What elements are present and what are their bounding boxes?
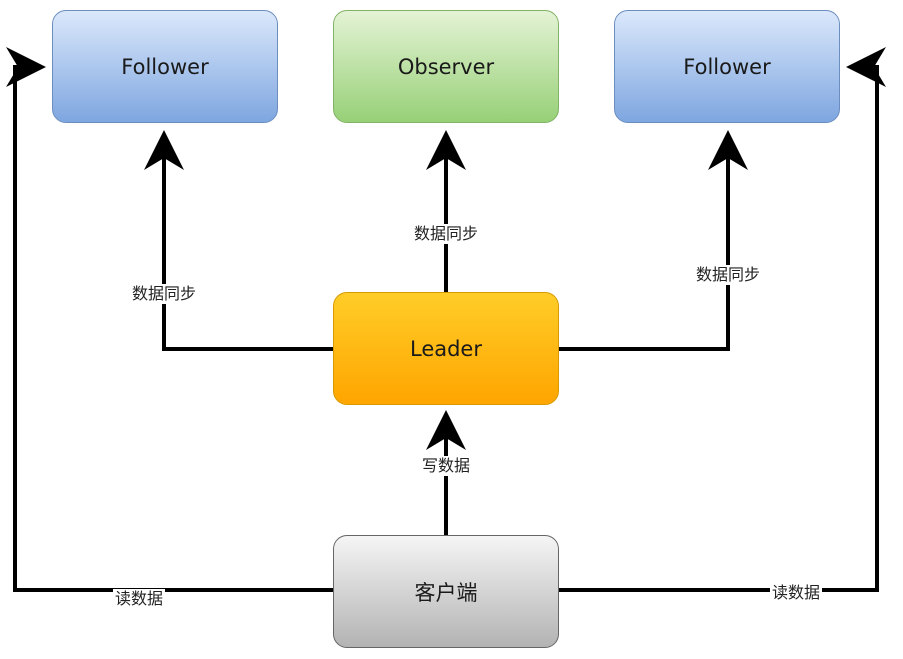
observer-label: Observer: [397, 54, 495, 79]
edge-leader-to-follower-right: [558, 130, 748, 351]
leader-label: Leader: [409, 336, 482, 361]
edge-label-read-left: 读数据: [112, 589, 166, 609]
edge-label-sync-right: 数据同步: [693, 265, 763, 285]
edge-leader-to-follower-left: [144, 130, 334, 351]
follower-left-node: Follower: [52, 10, 278, 123]
client-label: 客户端: [414, 580, 478, 605]
edge-client-to-follower-left: [6, 47, 334, 592]
edge-label-write: 写数据: [419, 456, 473, 476]
follower-right-node: Follower: [614, 10, 840, 123]
follower-right-label: Follower: [683, 54, 771, 79]
edge-label-read-right: 读数据: [769, 583, 823, 603]
leader-node: Leader: [333, 292, 559, 405]
edge-label-sync-observer: 数据同步: [411, 224, 481, 244]
client-node: 客户端: [333, 535, 559, 648]
follower-left-label: Follower: [121, 54, 209, 79]
edge-client-to-follower-right: [558, 47, 886, 592]
observer-node: Observer: [333, 10, 559, 123]
edge-label-sync-left: 数据同步: [129, 284, 199, 304]
